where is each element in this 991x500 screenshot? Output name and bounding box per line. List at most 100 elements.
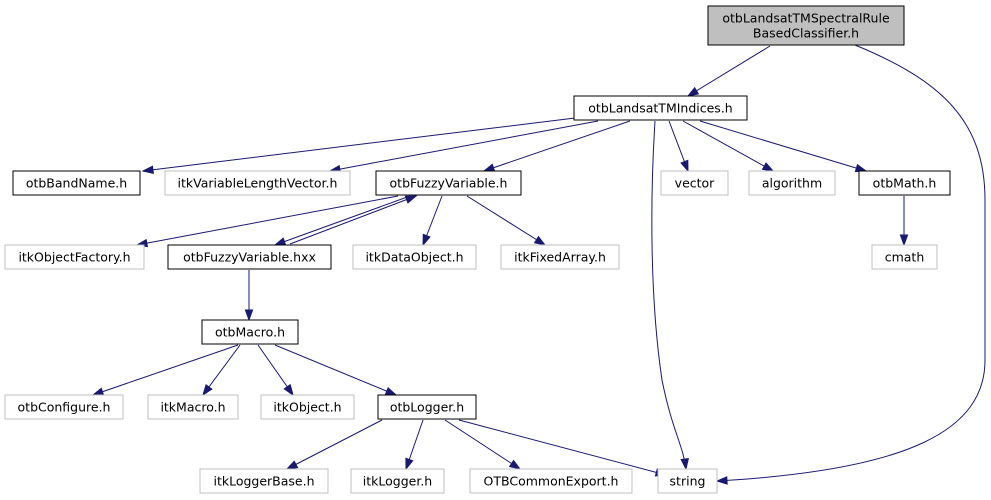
- node-box: [164, 170, 351, 196]
- edge-line: [136, 195, 399, 246]
- node-dataobj: itkDataObject.h: [352, 244, 477, 270]
- edge-logger-to-string: [458, 419, 668, 477]
- node-fuzzyhxx[interactable]: otbFuzzyVariable.hxx: [167, 244, 332, 270]
- node-box: [573, 95, 748, 121]
- edge-indices-to-vlv: [328, 120, 599, 174]
- node-box: [199, 468, 329, 494]
- node-label: otbFuzzyVariable.h: [390, 176, 508, 191]
- node-label: algorithm: [762, 176, 822, 191]
- node-itkobject: itkObject.h: [260, 394, 355, 420]
- node-label: itkObject.h: [273, 400, 341, 415]
- edge-line: [483, 120, 631, 172]
- node-indices[interactable]: otbLandsatTMIndices.h: [573, 95, 748, 121]
- edges-layer: [91, 44, 986, 485]
- node-label: otbLandsatTMSpectralRule: [722, 11, 890, 26]
- node-string: string: [657, 468, 718, 494]
- node-label: itkLoggerBase.h: [213, 474, 314, 489]
- node-cmath: cmath: [871, 244, 938, 270]
- arrowhead-icon: [283, 383, 294, 397]
- edge-line: [92, 344, 239, 396]
- edge-line: [716, 44, 986, 482]
- node-box: [707, 5, 905, 46]
- node-box: [167, 244, 332, 270]
- node-box: [12, 170, 141, 196]
- edge-fuzzy-to-fixedarr: [466, 195, 547, 246]
- edge-line: [444, 419, 521, 470]
- node-label: otbMath.h: [873, 176, 937, 191]
- node-label: OTBCommonExport.h: [484, 474, 619, 489]
- arrowhead-icon: [422, 233, 431, 247]
- edge-math-to-cmath: [899, 196, 909, 247]
- node-label: itkObjectFactory.h: [18, 250, 130, 265]
- node-box: [657, 468, 718, 494]
- node-box: [352, 244, 477, 270]
- edge-indices-to-vector: [668, 120, 689, 173]
- node-label: vector: [675, 176, 716, 191]
- node-label: itkLogger.h: [363, 474, 432, 489]
- edge-line: [274, 195, 411, 246]
- node-box: [871, 244, 938, 270]
- node-logger[interactable]: otbLogger.h: [377, 394, 477, 420]
- node-label: itkDataObject.h: [365, 250, 463, 265]
- node-box: [375, 170, 522, 196]
- node-label: string: [670, 474, 706, 489]
- node-label: itkMacro.h: [160, 400, 225, 415]
- edge-macro-to-itkobject: [257, 344, 294, 397]
- node-label: BasedClassifier.h: [753, 26, 859, 41]
- edge-line: [682, 120, 774, 172]
- arrowhead-icon: [680, 458, 689, 471]
- node-root[interactable]: otbLandsatTMSpectralRuleBasedClassifier.…: [707, 5, 905, 46]
- edge-fuzzy-to-fuzzyhxx: [273, 195, 411, 246]
- arrowhead-icon: [91, 387, 105, 396]
- edge-root-to-indices: [686, 45, 771, 97]
- edge-macro-to-itkmacro: [202, 344, 241, 397]
- edge-line: [142, 117, 576, 172]
- node-label: otbMacro.h: [215, 325, 285, 340]
- arrowhead-icon: [405, 457, 414, 471]
- node-label: otbLandsatTMIndices.h: [588, 101, 732, 116]
- edge-line: [466, 195, 546, 246]
- node-commonexport: OTBCommonExport.h: [469, 468, 633, 494]
- node-algorithm: algorithm: [748, 170, 836, 196]
- node-macro[interactable]: otbMacro.h: [201, 319, 299, 345]
- arrowhead-icon: [761, 162, 775, 172]
- node-math[interactable]: otbMath.h: [858, 170, 951, 196]
- edge-line: [289, 195, 417, 245]
- node-box: [201, 319, 299, 345]
- node-label: otbLogger.h: [390, 400, 464, 415]
- arrowhead-icon: [686, 86, 700, 97]
- edge-line: [699, 120, 867, 172]
- arrowhead-icon: [899, 234, 909, 247]
- arrowhead-icon: [533, 235, 547, 246]
- node-box: [377, 394, 477, 420]
- edge-logger-to-itklogger: [405, 419, 424, 471]
- node-box: [350, 468, 445, 494]
- node-loggerbase: itkLoggerBase.h: [199, 468, 329, 494]
- arrowhead-icon: [680, 159, 689, 173]
- node-vector: vector: [660, 170, 729, 196]
- edge-root-to-string: [715, 44, 986, 485]
- edge-indices-to-string: [651, 120, 689, 471]
- node-box: [858, 170, 951, 196]
- edge-line: [274, 344, 397, 396]
- node-box: [500, 244, 620, 270]
- node-box: [4, 394, 124, 420]
- node-label: cmath: [885, 250, 925, 265]
- nodes-layer: otbLandsatTMSpectralRuleBasedClassifier.…: [4, 5, 951, 494]
- node-box: [660, 170, 729, 196]
- node-label: otbConfigure.h: [18, 400, 111, 415]
- node-fuzzy[interactable]: otbFuzzyVariable.h: [375, 170, 522, 196]
- node-itkmacro: itkMacro.h: [147, 394, 239, 420]
- arrowhead-icon: [285, 460, 299, 470]
- node-label: otbFuzzyVariable.hxx: [183, 250, 316, 265]
- edge-macro-to-configure: [91, 344, 239, 396]
- node-label: otbBandName.h: [26, 176, 127, 191]
- arrowhead-icon: [384, 387, 398, 396]
- arrowhead-icon: [202, 383, 213, 397]
- edge-line: [651, 120, 687, 470]
- edge-line: [458, 419, 667, 476]
- edge-indices-to-bandname: [141, 117, 576, 175]
- node-bandname[interactable]: otbBandName.h: [12, 170, 141, 196]
